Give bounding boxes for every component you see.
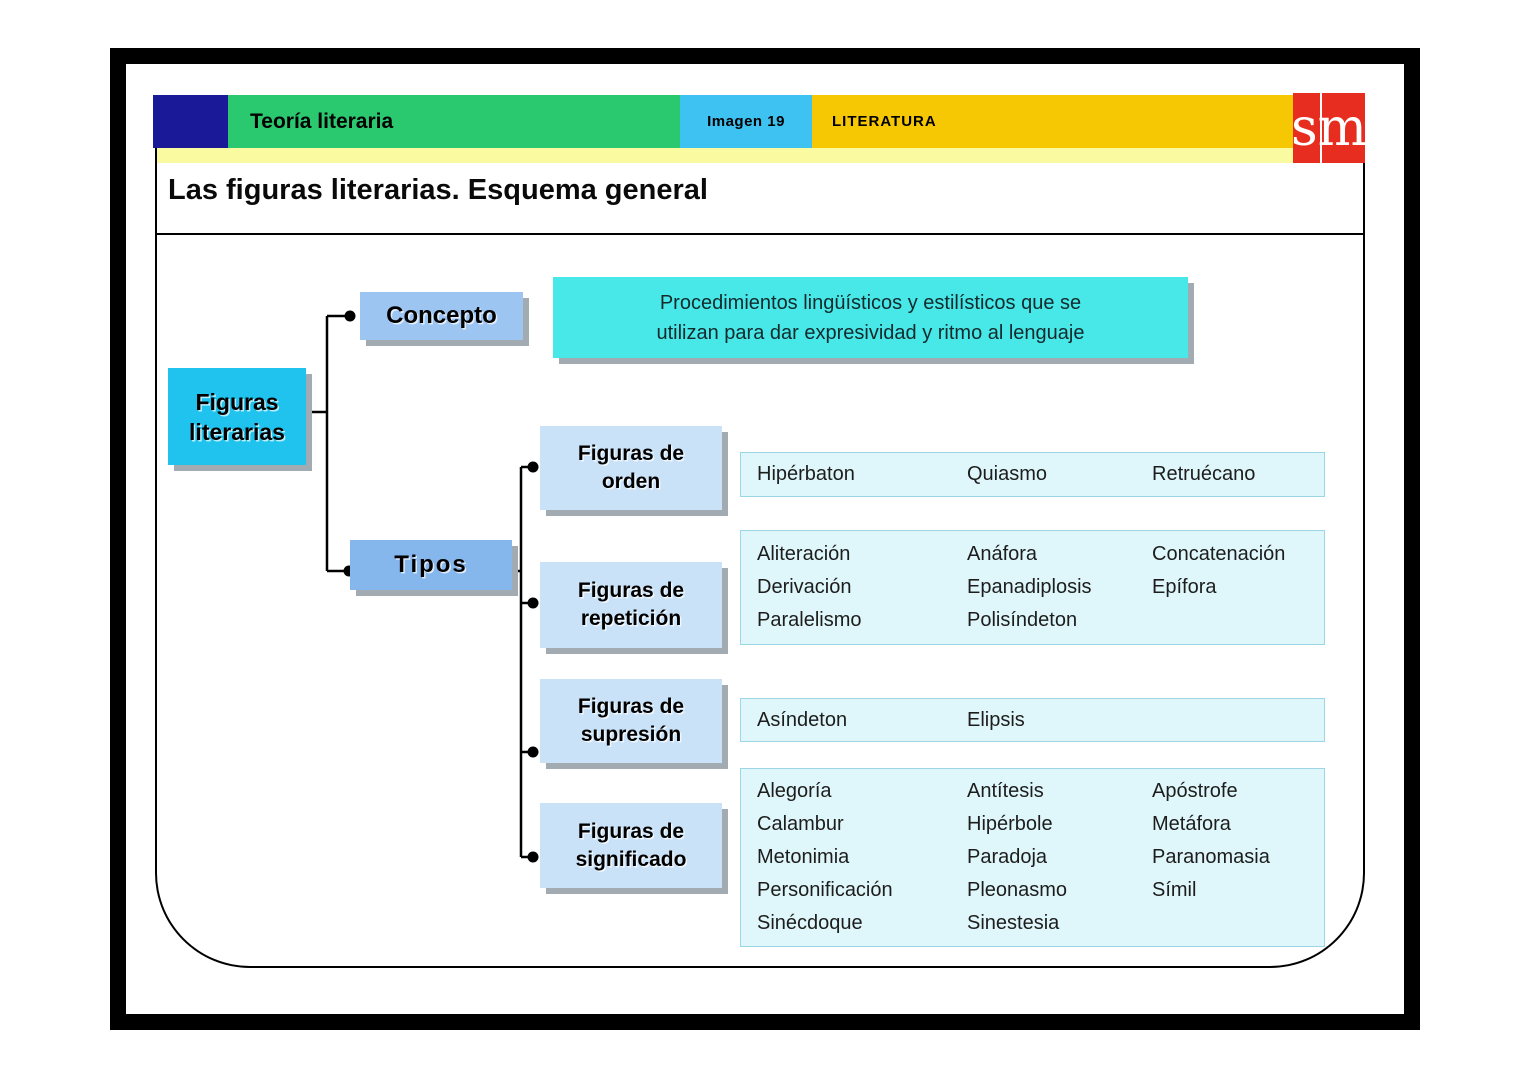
term: Retruécano — [1152, 463, 1256, 485]
section-label: Teoría literaria — [250, 109, 394, 133]
figuras-de-supresion-node: Figuras de supresión — [540, 679, 722, 763]
term: Paradoja — [967, 846, 1048, 868]
section-bar: Teoría literaria — [228, 95, 680, 148]
sm-logo-text: sm — [1291, 98, 1367, 158]
term: Concatenación — [1152, 543, 1286, 565]
header-underline-strip — [157, 148, 1293, 163]
term: Epanadiplosis — [967, 576, 1092, 598]
orden-terms-box: Hipérbaton Quiasmo Retruécano — [740, 452, 1325, 497]
significado-terms-box: Alegoría Antítesis Apóstrofe Calambur Hi… — [740, 768, 1325, 947]
brand-color-block — [153, 95, 228, 148]
figuras-de-significado-node: Figuras de significado — [540, 803, 722, 888]
page-title: Las figuras literarias. Esquema general — [168, 174, 708, 206]
title-divider — [155, 233, 1365, 235]
term: Antítesis — [967, 780, 1044, 802]
term: Sinécdoque — [757, 912, 863, 934]
figuras-de-orden-node: Figuras de orden — [540, 426, 722, 510]
definition-line-2: utilizan para dar expresividad y ritmo a… — [656, 321, 1085, 344]
term: Epífora — [1152, 576, 1217, 598]
subject-label: LITERATURA — [832, 113, 937, 130]
concepto-node: Concepto — [360, 292, 523, 340]
term: Pleonasmo — [967, 879, 1068, 901]
subject-bar: LITERATURA — [812, 95, 1293, 148]
concept-definition-box: Procedimientos lingüísticos y estilístic… — [553, 277, 1188, 358]
term: Paranomasia — [1152, 846, 1270, 868]
figuras-literarias-root-node: Figuras literarias — [168, 368, 306, 465]
term: Personificación — [757, 879, 893, 901]
term: Hipérbole — [967, 813, 1053, 835]
image-number-bar: Imagen 19 — [680, 95, 812, 148]
term: Asíndeton — [757, 708, 848, 731]
term: Símil — [1152, 879, 1197, 901]
figuras-de-repeticion-node: Figuras de repetición — [540, 562, 722, 648]
term: Derivación — [757, 576, 852, 598]
term: Paralelismo — [757, 609, 862, 631]
term: Elipsis — [967, 708, 1025, 731]
term: Metáfora — [1152, 813, 1231, 835]
term: Calambur — [757, 813, 844, 835]
image-number-label: Imagen 19 — [707, 113, 785, 130]
term: Anáfora — [967, 543, 1038, 565]
term: Polisíndeton — [967, 609, 1078, 631]
supresion-terms-box: Asíndeton Elipsis — [740, 698, 1325, 742]
sm-publisher-logo: sm — [1291, 93, 1367, 163]
term: Apóstrofe — [1152, 780, 1238, 802]
tipos-node: Tipos — [350, 540, 512, 590]
term: Aliteración — [757, 543, 851, 565]
term: Alegoría — [757, 780, 832, 802]
repeticion-terms-box: Aliteración Anáfora Concatenación Deriva… — [740, 530, 1325, 645]
sm-logo-divider — [1320, 93, 1322, 163]
term: Metonimia — [757, 846, 850, 868]
slide-outer-frame — [110, 48, 1420, 1030]
term: Hipérbaton — [757, 463, 855, 485]
term: Sinestesia — [967, 912, 1060, 934]
definition-line-1: Procedimientos lingüísticos y estilístic… — [659, 291, 1082, 314]
term: Quiasmo — [967, 463, 1048, 485]
